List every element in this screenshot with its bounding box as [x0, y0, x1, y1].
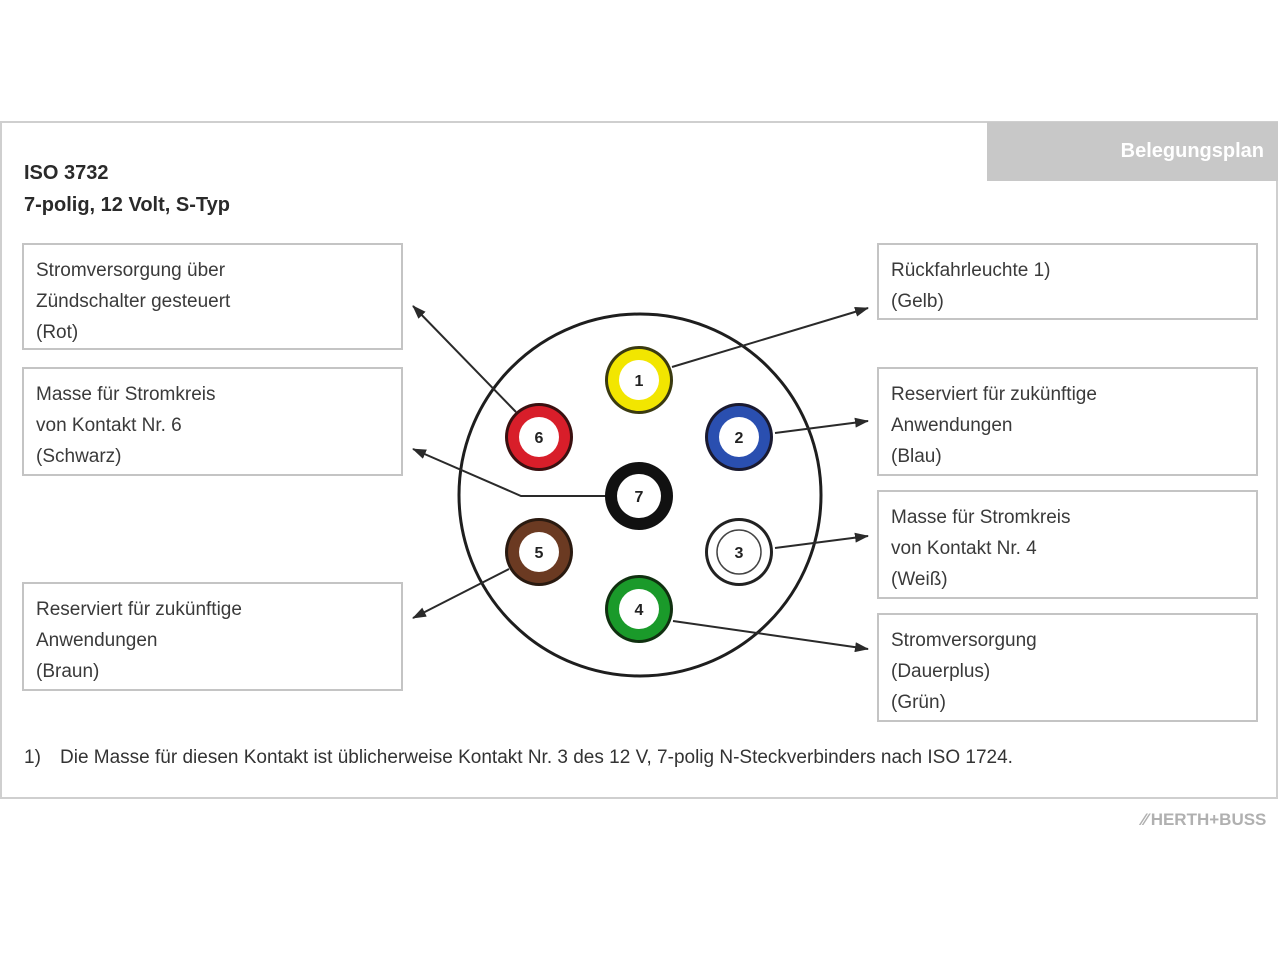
footnote: 1) Die Masse für diesen Kontakt ist üblic… — [24, 747, 1013, 769]
pin-1: 1 — [605, 346, 673, 414]
footnote-marker: 1) — [24, 747, 41, 768]
pin-6: 6 — [505, 403, 573, 471]
brand-logo: ⁄⁄HERTH+BUSS — [1142, 810, 1266, 830]
pin-7-label: 7 — [635, 489, 644, 506]
box-pin-4: Stromversorgung (Dauerplus) (Grün) — [877, 613, 1258, 722]
box-pin-7: Masse für Stromkreis von Kontakt Nr. 6 (… — [22, 367, 403, 476]
box-pin-6-line-3: (Rot) — [36, 322, 79, 343]
box-pin-3-line-1: Masse für Stromkreis — [891, 507, 1071, 528]
pin-6-label: 6 — [535, 430, 544, 447]
pin-7: 7 — [605, 462, 673, 530]
box-pin-1: Rückfahrleuchte 1) (Gelb) — [877, 243, 1258, 320]
connector-subtitle: 7-polig, 12 Volt, S-Typ — [24, 194, 230, 216]
leader-pin-7 — [412, 448, 606, 497]
brand-mark-icon: ⁄⁄ — [1142, 810, 1148, 829]
pin-2-label: 2 — [735, 430, 744, 447]
box-pin-6: Stromversorgung über Zündschalter gesteu… — [22, 243, 403, 350]
box-pin-3-line-3: (Weiß) — [891, 569, 948, 590]
box-pin-3: Masse für Stromkreis von Kontakt Nr. 4 (… — [877, 490, 1258, 599]
leader-pin-6 — [412, 305, 517, 413]
box-pin-5-line-1: Reserviert für zukünftige — [36, 599, 242, 620]
belegungsplan-tab: Belegungsplan — [987, 122, 1278, 181]
leader-pin-4 — [672, 620, 869, 653]
footnote-text: Die Masse für diesen Kontakt ist übliche… — [60, 747, 1013, 768]
box-pin-6-line-2: Zündschalter gesteuert — [36, 291, 231, 312]
pin-5: 5 — [505, 518, 573, 586]
box-pin-4-line-1: Stromversorgung — [891, 630, 1037, 651]
box-pin-2-line-3: (Blau) — [891, 446, 942, 467]
pin-4: 4 — [605, 575, 673, 643]
box-pin-4-line-2: (Dauerplus) — [891, 661, 991, 682]
leader-pin-1 — [671, 306, 869, 368]
box-pin-2-line-1: Reserviert für zukünftige — [891, 384, 1097, 405]
pin-1-label: 1 — [635, 373, 644, 390]
pin-4-label: 4 — [635, 602, 644, 619]
leader-pin-5 — [412, 568, 510, 619]
pin-3: 3 — [705, 518, 773, 586]
box-pin-3-line-2: von Kontakt Nr. 4 — [891, 538, 1037, 559]
pin-2: 2 — [705, 403, 773, 471]
box-pin-2: Reserviert für zukünftige Anwendungen (B… — [877, 367, 1258, 476]
pin-3-label: 3 — [735, 545, 744, 562]
box-pin-7-line-3: (Schwarz) — [36, 446, 122, 467]
standard-title: ISO 3732 — [24, 162, 109, 184]
box-pin-7-line-1: Masse für Stromkreis — [36, 384, 216, 405]
box-pin-7-line-2: von Kontakt Nr. 6 — [36, 415, 182, 436]
leader-pin-2 — [774, 417, 869, 434]
box-pin-5: Reserviert für zukünftige Anwendungen (B… — [22, 582, 403, 691]
box-pin-5-line-3: (Braun) — [36, 661, 100, 682]
box-pin-5-line-2: Anwendungen — [36, 630, 158, 651]
box-pin-1-line-2: (Gelb) — [891, 291, 944, 312]
box-pin-4-line-3: (Grün) — [891, 692, 946, 713]
brand-logo-text: HERTH+BUSS — [1150, 810, 1267, 829]
leader-pin-3 — [774, 532, 869, 549]
pin-5-label: 5 — [535, 545, 544, 562]
box-pin-6-line-1: Stromversorgung über — [36, 260, 226, 281]
box-pin-1-line-1: Rückfahrleuchte 1) — [891, 260, 1051, 281]
box-pin-2-line-2: Anwendungen — [891, 415, 1013, 436]
